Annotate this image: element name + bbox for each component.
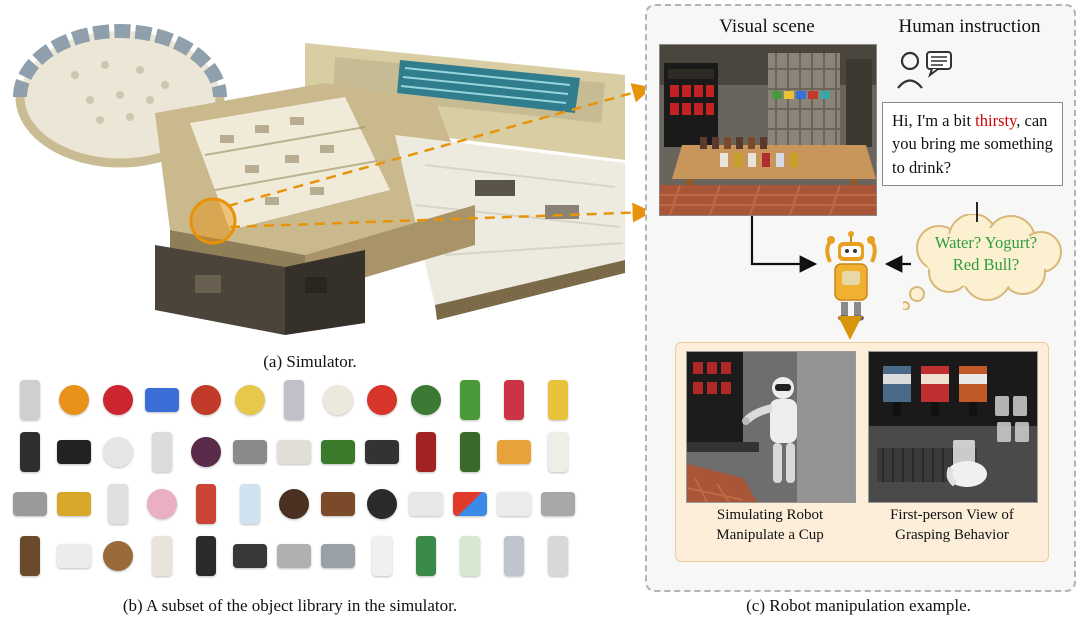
visual-scene-label: Visual scene <box>719 16 815 37</box>
object-gray-box <box>536 478 580 530</box>
speech-bubble-icon <box>926 51 952 78</box>
object-white-sponge <box>404 478 448 530</box>
object-black-wallet <box>360 426 404 478</box>
object-milk-bottle-green <box>448 530 492 582</box>
thought-text: Water? Yogurt? Red Bull? <box>917 232 1055 277</box>
cups <box>995 396 1029 442</box>
object-tomato <box>360 374 404 426</box>
object-teddy-bear <box>316 374 360 426</box>
object-trash-bin <box>184 530 228 582</box>
robot-manipulation-panel: Visual scene Human instruction <box>645 4 1076 592</box>
object-white-carton <box>96 478 140 530</box>
object-red-book <box>404 426 448 478</box>
object-snack-pack <box>492 426 536 478</box>
robot-icon <box>822 228 880 324</box>
object-mortar-pestle <box>8 478 52 530</box>
object-strawberry <box>96 374 140 426</box>
object-white-jar <box>140 530 184 582</box>
object-white-pouch <box>492 478 536 530</box>
object-coffee-mug <box>52 478 96 530</box>
object-coffee-tumbler <box>8 530 52 582</box>
thought-cloud: Water? Yogurt? Red Bull? <box>900 213 1069 311</box>
drink-dispensers <box>883 366 987 416</box>
manipulation-examples-panel: Simulating Robot Manipulate a Cup First-… <box>675 342 1049 562</box>
object-orange <box>52 374 96 426</box>
object-brown-wallet <box>316 478 360 530</box>
object-apple <box>184 374 228 426</box>
object-tube-red <box>492 374 536 426</box>
object-kitchen-scale <box>52 530 96 582</box>
human-instruction-label: Human instruction <box>898 16 1041 37</box>
right-example-caption: First-person View of Grasping Behavior <box>890 507 1014 543</box>
object-juice-box-green <box>448 374 492 426</box>
caption-b: (b) A subset of the object library in th… <box>122 596 458 615</box>
arrow-scene-to-robot <box>750 216 818 273</box>
object-plush-toy <box>272 426 316 478</box>
object-fruit-bowl <box>228 374 272 426</box>
object-black-pot <box>360 478 404 530</box>
instruction-text-before: Hi, I'm a bit <box>892 111 976 130</box>
orange-highlight <box>189 197 237 245</box>
object-black-camera <box>228 530 272 582</box>
object-blue-pack <box>140 374 184 426</box>
object-rubiks-cube <box>448 478 492 530</box>
object-chips-can <box>184 478 228 530</box>
caption-a: (a) Simulator. <box>263 352 357 371</box>
object-cucumber <box>316 426 360 478</box>
object-paper-roll <box>272 374 316 426</box>
object-library-grid <box>8 374 586 582</box>
thought-line-1: Water? Yogurt? <box>934 233 1038 252</box>
lower-rooms <box>155 245 365 335</box>
instruction-box: Hi, I'm a bit thirsty, can you bring me … <box>882 102 1063 187</box>
object-watermelon <box>404 374 448 426</box>
caption-c: (c) Robot manipulation example. <box>746 596 971 615</box>
object-milk-carton <box>228 478 272 530</box>
grasping-view-image <box>868 351 1038 503</box>
object-gray-cup <box>492 530 536 582</box>
object-soda-bottle <box>8 426 52 478</box>
visual-scene-image <box>659 44 877 216</box>
object-white-cup <box>140 426 184 478</box>
object-paper-cup <box>536 530 580 582</box>
object-spray-bottle <box>360 530 404 582</box>
object-juice-box-yellow <box>536 374 580 426</box>
instruction-text-after: , can you bring me something to drink? <box>892 111 1053 177</box>
object-prayer-beads <box>272 478 316 530</box>
object-black-shoe <box>52 426 96 478</box>
object-milk-bottle <box>536 426 580 478</box>
person-head-icon <box>900 51 920 71</box>
object-green-bottle <box>448 426 492 478</box>
left-example-caption: Simulating Robot Manipulate a Cup <box>716 507 824 543</box>
object-walnut <box>96 530 140 582</box>
thought-line-2: Red Bull? <box>952 255 1020 275</box>
person-speech-icon <box>895 46 957 98</box>
simulator-illustration <box>5 5 635 345</box>
object-kettle <box>8 374 52 426</box>
humanoid-robot <box>742 377 797 483</box>
instruction-text-highlight: thirsty <box>975 111 1017 130</box>
object-gray-tray <box>272 530 316 582</box>
object-donut <box>140 478 184 530</box>
object-white-bowl <box>96 426 140 478</box>
object-green-drink <box>404 530 448 582</box>
object-gray-basket <box>316 530 360 582</box>
object-calculator <box>228 426 272 478</box>
robot-manipulation-image <box>686 351 856 503</box>
object-mangosteen <box>184 426 228 478</box>
hand-with-cup <box>946 440 987 487</box>
